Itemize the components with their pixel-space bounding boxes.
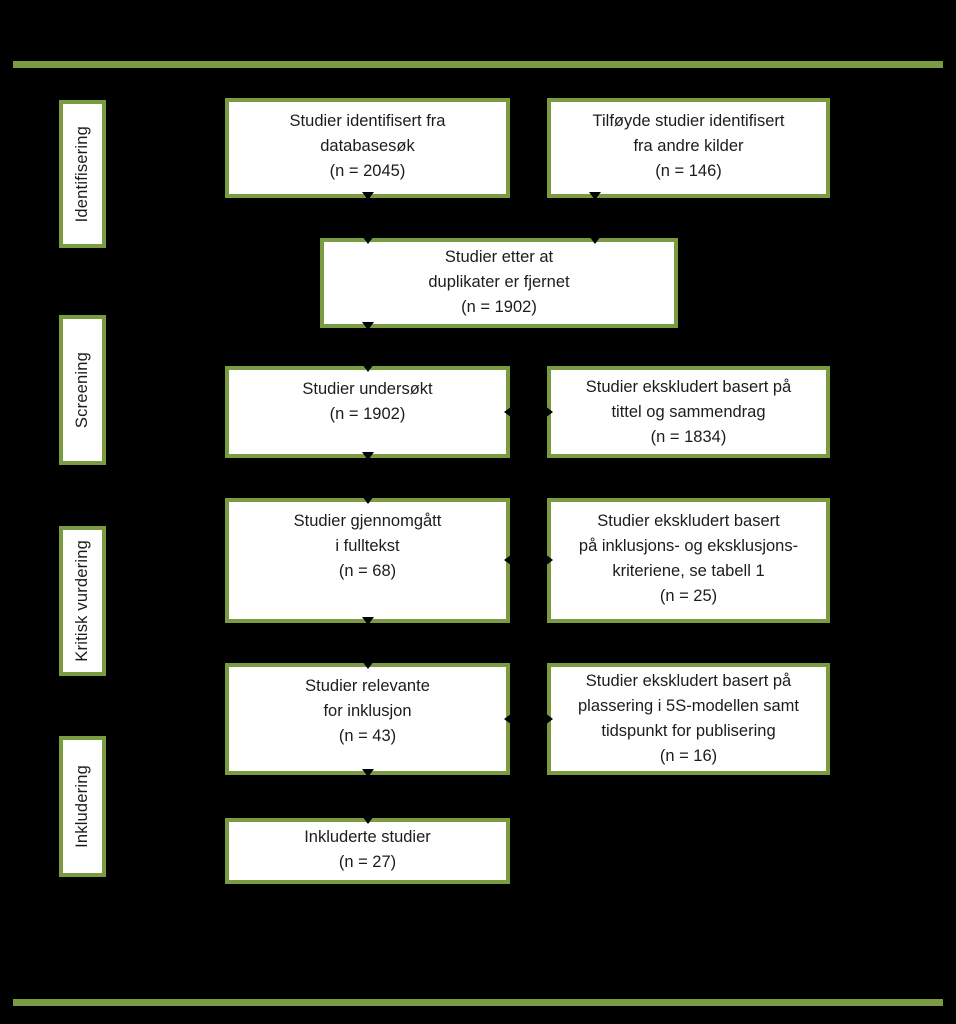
box-fulltext-reviewed-text: Studier gjennomgått i fulltekst (n = 68): [293, 512, 442, 580]
stage-screening: Screening: [59, 315, 106, 465]
box-excluded-criteria-text: Studier ekskludert basert på inklusjons-…: [578, 512, 799, 605]
box-screened: Studier undersøkt (n = 1902): [225, 366, 510, 458]
arrowhead-down-icon: [362, 452, 374, 460]
arrowhead-right-icon: [545, 406, 553, 418]
top-divider-bar: [13, 61, 943, 68]
connector-line: [510, 411, 547, 413]
box-excluded-criteria: Studier ekskludert basert på inklusjons-…: [547, 498, 830, 623]
stage-identification-label: Identifisering: [73, 125, 91, 223]
arrowhead-down-icon: [362, 192, 374, 200]
arrowhead-down-icon: [362, 364, 374, 372]
stage-identification: Identifisering: [59, 100, 106, 248]
box-relevant-for-inclusion: Studier relevante for inklusjon (n = 43): [225, 663, 510, 775]
connector-line: [367, 623, 369, 663]
box-excluded-title-abstract: Studier ekskludert basert på tittel og s…: [547, 366, 830, 458]
arrowhead-down-icon: [362, 236, 374, 244]
arrowhead-left-icon: [504, 555, 511, 565]
arrowhead-down-icon: [589, 192, 601, 200]
box-identified-other-sources: Tilføyde studier identifisert fra andre …: [547, 98, 830, 198]
box-screened-text: Studier undersøkt (n = 1902): [302, 380, 433, 423]
connector-line: [367, 458, 369, 498]
arrowhead-down-icon: [362, 496, 374, 504]
connector-line: [367, 328, 369, 366]
box-identified-from-databases: Studier identifisert fra databasesøk (n …: [225, 98, 510, 198]
arrowhead-left-icon: [504, 714, 511, 724]
stage-inclusion: Inkludering: [59, 736, 106, 877]
box-identified-from-databases-text: Studier identifisert fra databasesøk (n …: [289, 112, 446, 180]
connector-line: [594, 198, 596, 238]
stage-critical-appraisal-label: Kritisk vurdering: [73, 540, 91, 662]
box-after-duplicates-removed: Studier etter at duplikater er fjernet (…: [320, 238, 678, 328]
arrowhead-down-icon: [362, 661, 374, 669]
box-relevant-for-inclusion-text: Studier relevante for inklusjon (n = 43): [305, 677, 430, 745]
arrowhead-down-icon: [362, 617, 374, 625]
box-fulltext-reviewed: Studier gjennomgått i fulltekst (n = 68): [225, 498, 510, 623]
stage-screening-label: Screening: [73, 351, 91, 429]
arrowhead-right-icon: [545, 713, 553, 725]
connector-line: [510, 718, 547, 720]
box-after-duplicates-removed-text: Studier etter at duplikater er fjernet (…: [428, 248, 570, 316]
connector-line: [367, 775, 369, 818]
stage-critical-appraisal: Kritisk vurdering: [59, 526, 106, 676]
connector-line: [510, 559, 547, 561]
box-excluded-5s-timing: Studier ekskludert basert på plassering …: [547, 663, 830, 775]
arrowhead-down-icon: [589, 236, 601, 244]
connector-line: [367, 198, 369, 238]
box-included-studies: Inkluderte studier (n = 27): [225, 818, 510, 884]
arrowhead-right-icon: [545, 554, 553, 566]
arrowhead-down-icon: [362, 322, 374, 330]
box-identified-other-sources-text: Tilføyde studier identifisert fra andre …: [592, 112, 785, 180]
box-excluded-5s-timing-text: Studier ekskludert basert på plassering …: [577, 672, 800, 765]
arrowhead-down-icon: [362, 816, 374, 824]
box-excluded-title-abstract-text: Studier ekskludert basert på tittel og s…: [585, 378, 792, 446]
bottom-divider-bar: [13, 999, 943, 1006]
arrowhead-left-icon: [504, 407, 511, 417]
stage-inclusion-label: Inkludering: [73, 765, 91, 848]
arrowhead-down-icon: [362, 769, 374, 777]
box-included-studies-text: Inkluderte studier (n = 27): [304, 828, 431, 871]
